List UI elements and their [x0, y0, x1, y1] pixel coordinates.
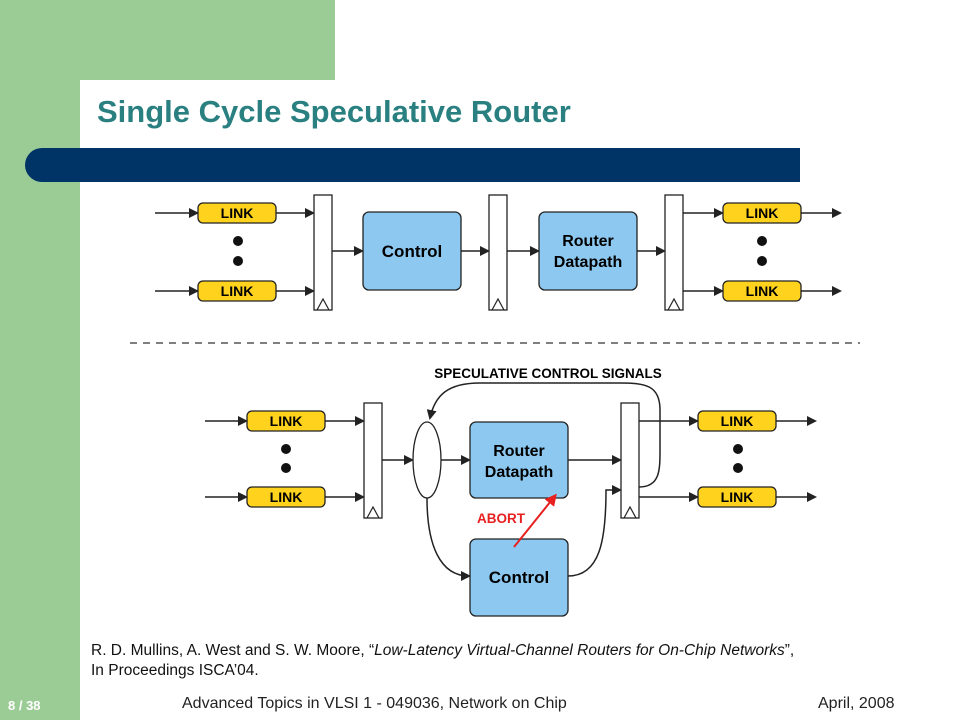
control-label: Control: [382, 242, 442, 261]
link-label: LINK: [746, 283, 779, 299]
router-label-line1: Router: [493, 443, 545, 460]
link-label: LINK: [270, 413, 303, 429]
pipeline-register: [313, 194, 333, 311]
abort-arrow: [513, 493, 557, 548]
pipeline-register: [620, 402, 640, 519]
clock-triangle: [366, 505, 380, 519]
pipeline-register: [664, 194, 684, 311]
fork-node: [412, 421, 442, 499]
bottom-pipeline: SPECULATIVE CONTROL SIGNALS LINK LINK Ro…: [205, 366, 817, 617]
arrow: [426, 497, 471, 581]
router-label-line1: Router: [562, 233, 614, 250]
page-number: 8 / 38: [8, 698, 41, 713]
clock-triangle: [667, 297, 681, 311]
abort-label: ABORT: [477, 511, 526, 526]
router-label-line2: Datapath: [554, 254, 622, 271]
citation-paper-title: Low-Latency Virtual-Channel Routers for …: [374, 642, 785, 659]
ellipsis-dot: [233, 256, 243, 266]
control-block: [469, 538, 569, 617]
speculative-control-signals-label: SPECULATIVE CONTROL SIGNALS: [434, 366, 662, 381]
title-bar: [25, 148, 800, 182]
clock-triangle: [623, 505, 637, 519]
citation: R. D. Mullins, A. West and S. W. Moore, …: [91, 641, 951, 681]
router-datapath-block: [538, 211, 638, 291]
pipeline-register: [363, 402, 383, 519]
citation-venue: In Proceedings ISCA’04.: [91, 662, 259, 679]
arrow: [567, 485, 622, 577]
link-label: LINK: [270, 489, 303, 505]
ellipsis-dot: [733, 444, 743, 454]
ellipsis-dot: [757, 256, 767, 266]
pipeline-register: [488, 194, 508, 311]
ellipsis-dot: [757, 236, 767, 246]
link-label: LINK: [221, 205, 254, 221]
router-label-line2: Datapath: [485, 464, 553, 481]
footer-course: Advanced Topics in VLSI 1 - 049036, Netw…: [182, 695, 567, 712]
control-label: Control: [489, 568, 549, 587]
footer-date: April, 2008: [818, 695, 895, 712]
top-pipeline: LINK LINK Control Router Datapath: [155, 194, 842, 311]
citation-close: ”,: [784, 642, 795, 659]
link-label: LINK: [221, 283, 254, 299]
speculative-feedback-arrow: [426, 382, 661, 488]
link-label: LINK: [721, 413, 754, 429]
router-datapath-block: [469, 421, 569, 499]
ellipsis-dot: [233, 236, 243, 246]
link-label: LINK: [721, 489, 754, 505]
green-background-left: [0, 0, 80, 720]
slide-title: Single Cycle Speculative Router: [97, 94, 571, 129]
link-label: LINK: [746, 205, 779, 221]
ellipsis-dot: [281, 463, 291, 473]
clock-triangle: [316, 297, 330, 311]
clock-triangle: [491, 297, 505, 311]
ellipsis-dot: [281, 444, 291, 454]
citation-authors: R. D. Mullins, A. West and S. W. Moore, …: [91, 642, 375, 659]
ellipsis-dot: [733, 463, 743, 473]
